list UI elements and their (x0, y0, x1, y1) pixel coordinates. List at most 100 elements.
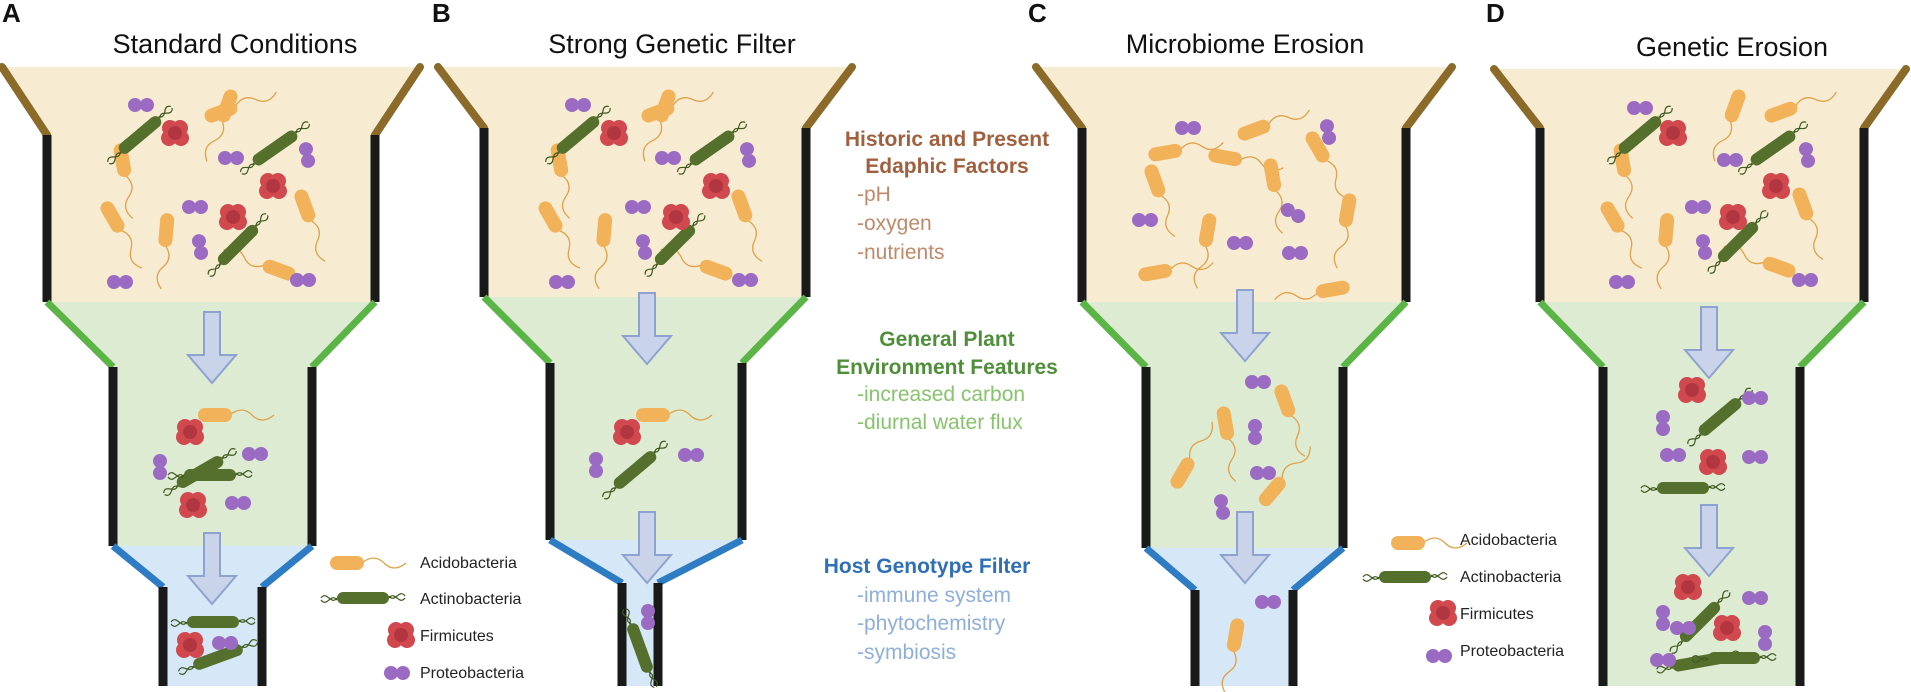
funnel-rim-right (802, 63, 856, 132)
firmicutes-cell (161, 120, 189, 146)
flow-arrow (1682, 306, 1736, 380)
legend-label: Proteobacteria (420, 665, 524, 682)
proteobacteria-cell (191, 234, 209, 260)
proteobacteria-cell (242, 447, 268, 461)
actinobacteria-cell (1691, 652, 1777, 664)
acidobacteria-cell (1764, 91, 1837, 123)
proteobacteria-cell (739, 142, 757, 168)
funnel-rim-left (0, 63, 51, 139)
proteobacteria-cell (1742, 591, 1768, 605)
panel-a: A Standard Conditions (0, 0, 424, 686)
host-wall-right (1290, 545, 1346, 593)
acidobacteria-cell (1263, 158, 1284, 234)
panel-d: D Genetic Erosion (1486, 0, 1910, 686)
firmicutes-cell (179, 492, 207, 518)
host-filter-item: -immune system (857, 584, 1011, 607)
acidobacteria-cell (1274, 280, 1350, 301)
actinobacteria-cell (545, 105, 611, 165)
plant-zone (1082, 302, 1406, 548)
acidobacteria-cell (1712, 89, 1746, 162)
panel-a-title: Standard Conditions (113, 29, 358, 59)
firmicutes-cell (1699, 449, 1727, 475)
proteobacteria-cell (1695, 234, 1713, 260)
plant-feature-item: -diurnal water flux (857, 411, 1023, 434)
actinobacteria-cell (1687, 387, 1753, 447)
host-wall-right (259, 543, 315, 590)
plant-wall-left (44, 299, 116, 370)
funnel-rim-right (1860, 65, 1910, 132)
proteobacteria-cell (1798, 142, 1816, 168)
firmicutes-icon (387, 622, 415, 648)
proteobacteria-cell (290, 273, 316, 287)
edaphic-factor-item: -pH (857, 183, 891, 206)
proteobacteria-cell (1656, 605, 1670, 631)
host-wall-left (1143, 545, 1198, 593)
proteobacteria-cell (625, 200, 651, 214)
acidobacteria-cell (1656, 213, 1675, 290)
acidobacteria-cell (156, 213, 175, 290)
actinobacteria-cell (1707, 210, 1769, 274)
acidobacteria-cell (731, 189, 763, 262)
acidobacteria-cell (1258, 446, 1311, 507)
soil-zone (2, 67, 420, 302)
flow-arrow (620, 511, 674, 585)
plant-features-heading: Environment Features (836, 356, 1058, 379)
legend-left: Acidobacteria Actinobacteria Firmicutes … (320, 555, 524, 682)
proteobacteria-cell (107, 275, 133, 289)
actinobacteria-cell (167, 469, 253, 481)
acidobacteria-icon (330, 556, 407, 570)
actinobacteria-cell (177, 639, 259, 675)
panel-d-letter: D (1486, 0, 1505, 28)
proteobacteria-cell (1670, 621, 1696, 635)
proteobacteria-cell (1758, 625, 1772, 651)
proteobacteria-cell (218, 151, 244, 165)
actinobacteria-cell (1640, 482, 1726, 494)
acidobacteria-cell (538, 201, 581, 269)
proteobacteria-cell (635, 234, 653, 260)
firmicutes-cell (1678, 377, 1706, 403)
firmicutes-cell (702, 173, 730, 199)
proteobacteria-cell (1656, 410, 1670, 436)
actinobacteria-cell (602, 440, 668, 500)
soil-zone (1494, 69, 1910, 302)
proteobacteria-cell (1248, 419, 1262, 445)
proteobacteria-cell (1319, 119, 1337, 145)
acidobacteria-cell (1216, 406, 1237, 482)
proteobacteria-cell (678, 448, 704, 462)
actinobacteria-cell (644, 213, 706, 277)
host-wall-left (110, 543, 166, 590)
acidobacteria-cell (1237, 109, 1310, 141)
funnel-rim-left (1490, 65, 1544, 132)
proteobacteria-cell (1280, 203, 1306, 223)
proteobacteria-cell (1627, 101, 1653, 115)
panel-b-title: Strong Genetic Filter (548, 29, 796, 59)
proteobacteria-cell (153, 454, 167, 480)
firmicutes-cell (176, 419, 204, 445)
panel-b: B Strong Genetic Filter (432, 0, 856, 689)
flow-arrow (1682, 504, 1736, 578)
firmicutes-cell (600, 120, 628, 146)
funnel-rim-left (434, 63, 488, 132)
panel-d-title: Genetic Erosion (1636, 32, 1828, 62)
firmicutes-cell (1674, 574, 1702, 600)
edaphic-factor-item: -nutrients (857, 241, 945, 264)
proteobacteria-cell (1742, 391, 1768, 405)
actinobacteria-cell (1737, 121, 1809, 175)
proteobacteria-cell (1609, 275, 1635, 289)
proteobacteria-cell (732, 273, 758, 287)
acidobacteria-icon (1391, 536, 1468, 550)
panel-c: C Microbiome Erosion (1028, 0, 1456, 692)
acidobacteria-cell (1305, 131, 1348, 199)
actinobacteria-cell (1607, 105, 1673, 165)
acidobacteria-cell (642, 89, 676, 162)
plant-features-heading: General Plant (879, 328, 1014, 351)
plant-wall-right (309, 299, 378, 370)
edaphic-factors-heading: Edaphic Factors (865, 155, 1028, 178)
proteobacteria-cell (1660, 448, 1686, 462)
proteobacteria-cell (1213, 494, 1231, 520)
proteobacteria-cell (1255, 595, 1281, 609)
host-wall-left (548, 536, 624, 587)
firmicutes-cell (1659, 120, 1687, 146)
legend-label: Proteobacteria (1460, 643, 1564, 660)
